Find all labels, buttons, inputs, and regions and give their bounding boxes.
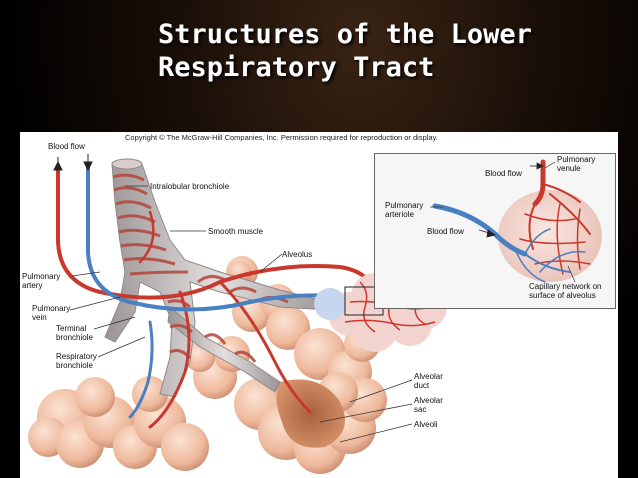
inset-label-pulmonary-arteriole: Pulmonary arteriole bbox=[385, 201, 423, 219]
respiratory-diagram: Copyright © The McGraw-Hill Companies, I… bbox=[20, 132, 618, 478]
label-respiratory-bronchiole-line-2: bronchiole bbox=[56, 361, 93, 370]
inset-arteriole bbox=[432, 203, 586, 283]
label-alveolar-sac: Alveolar sac bbox=[414, 396, 443, 414]
label-terminal-bronchiole-line-1: Terminal bbox=[56, 324, 87, 333]
capillary-inset-artwork bbox=[430, 159, 602, 283]
label-alveolar-sac-line-1: Alveolar bbox=[414, 396, 443, 405]
label-pulmonary-vein-line-2: vein bbox=[32, 313, 47, 322]
inset-leader-lines bbox=[430, 161, 576, 283]
pulmonary-artery bbox=[56, 165, 372, 429]
alveolar-sac bbox=[234, 372, 387, 474]
blood-flow-arrows bbox=[53, 154, 93, 172]
alveoli-cluster-left bbox=[28, 376, 209, 471]
label-alveoli: Alveoli bbox=[414, 420, 438, 429]
label-pulmonary-artery: Pulmonary artery bbox=[22, 272, 60, 290]
label-alveolar-duct-line-2: duct bbox=[414, 381, 430, 390]
inset-label-capillary-network-line-2: surface of alveolus bbox=[529, 291, 596, 300]
pulmonary-vein bbox=[86, 165, 342, 419]
label-terminal-bronchiole-line-2: bronchiole bbox=[56, 333, 93, 342]
inset-label-pulmonary-venule-line-1: Pulmonary bbox=[557, 155, 596, 164]
slide-title-line-2: Respiratory Tract bbox=[158, 52, 435, 83]
leader-lines bbox=[69, 185, 413, 443]
label-pulmonary-artery-line-2: artery bbox=[22, 281, 43, 290]
inset-label-capillary-network-line-1: Capillary network on bbox=[529, 282, 602, 291]
label-alveolar-sac-line-2: sac bbox=[414, 405, 427, 414]
label-pulmonary-artery-line-1: Pulmonary bbox=[22, 272, 61, 281]
inset-flow-arrows bbox=[478, 162, 544, 238]
label-alveolus: Alveolus bbox=[282, 250, 313, 259]
inset-alveolus bbox=[498, 190, 602, 282]
label-pulmonary-vein-line-1: Pulmonary bbox=[32, 304, 71, 313]
label-pulmonary-vein: Pulmonary vein bbox=[32, 304, 70, 322]
label-alveolar-duct: Alveolar duct bbox=[414, 372, 443, 390]
slide-title-line-1: Structures of the Lower bbox=[158, 19, 532, 50]
slide-title: Structures of the Lower Respiratory Trac… bbox=[158, 18, 618, 84]
inset-label-pulmonary-venule: Pulmonary venule bbox=[557, 155, 595, 173]
label-terminal-bronchiole: Terminal bronchiole bbox=[56, 324, 93, 342]
label-blood-flow-left: Blood flow bbox=[48, 142, 85, 151]
inset-label-capillary-network: Capillary network on surface of alveolus bbox=[529, 282, 601, 300]
label-intralobular-bronchiole: Intralobular bronchiole bbox=[150, 182, 230, 191]
label-respiratory-bronchiole-line-1: Respiratory bbox=[56, 352, 97, 361]
inset-label-blood-flow-top: Blood flow bbox=[485, 169, 522, 178]
inset-venule bbox=[519, 159, 591, 275]
label-alveolar-duct-line-1: Alveolar bbox=[414, 372, 443, 381]
inset-label-blood-flow-bottom: Blood flow bbox=[427, 227, 464, 236]
copyright-notice: Copyright © The McGraw-Hill Companies, I… bbox=[125, 133, 438, 142]
label-smooth-muscle: Smooth muscle bbox=[208, 227, 264, 236]
inset-label-pulmonary-arteriole-line-1: Pulmonary bbox=[385, 201, 424, 210]
inset-label-pulmonary-venule-line-2: venule bbox=[557, 164, 581, 173]
capillary-inset: Blood flow Pulmonary venule Pulmonary ar… bbox=[374, 153, 616, 309]
inset-label-pulmonary-arteriole-line-2: arteriole bbox=[385, 210, 414, 219]
label-respiratory-bronchiole: Respiratory bronchiole bbox=[56, 352, 97, 370]
